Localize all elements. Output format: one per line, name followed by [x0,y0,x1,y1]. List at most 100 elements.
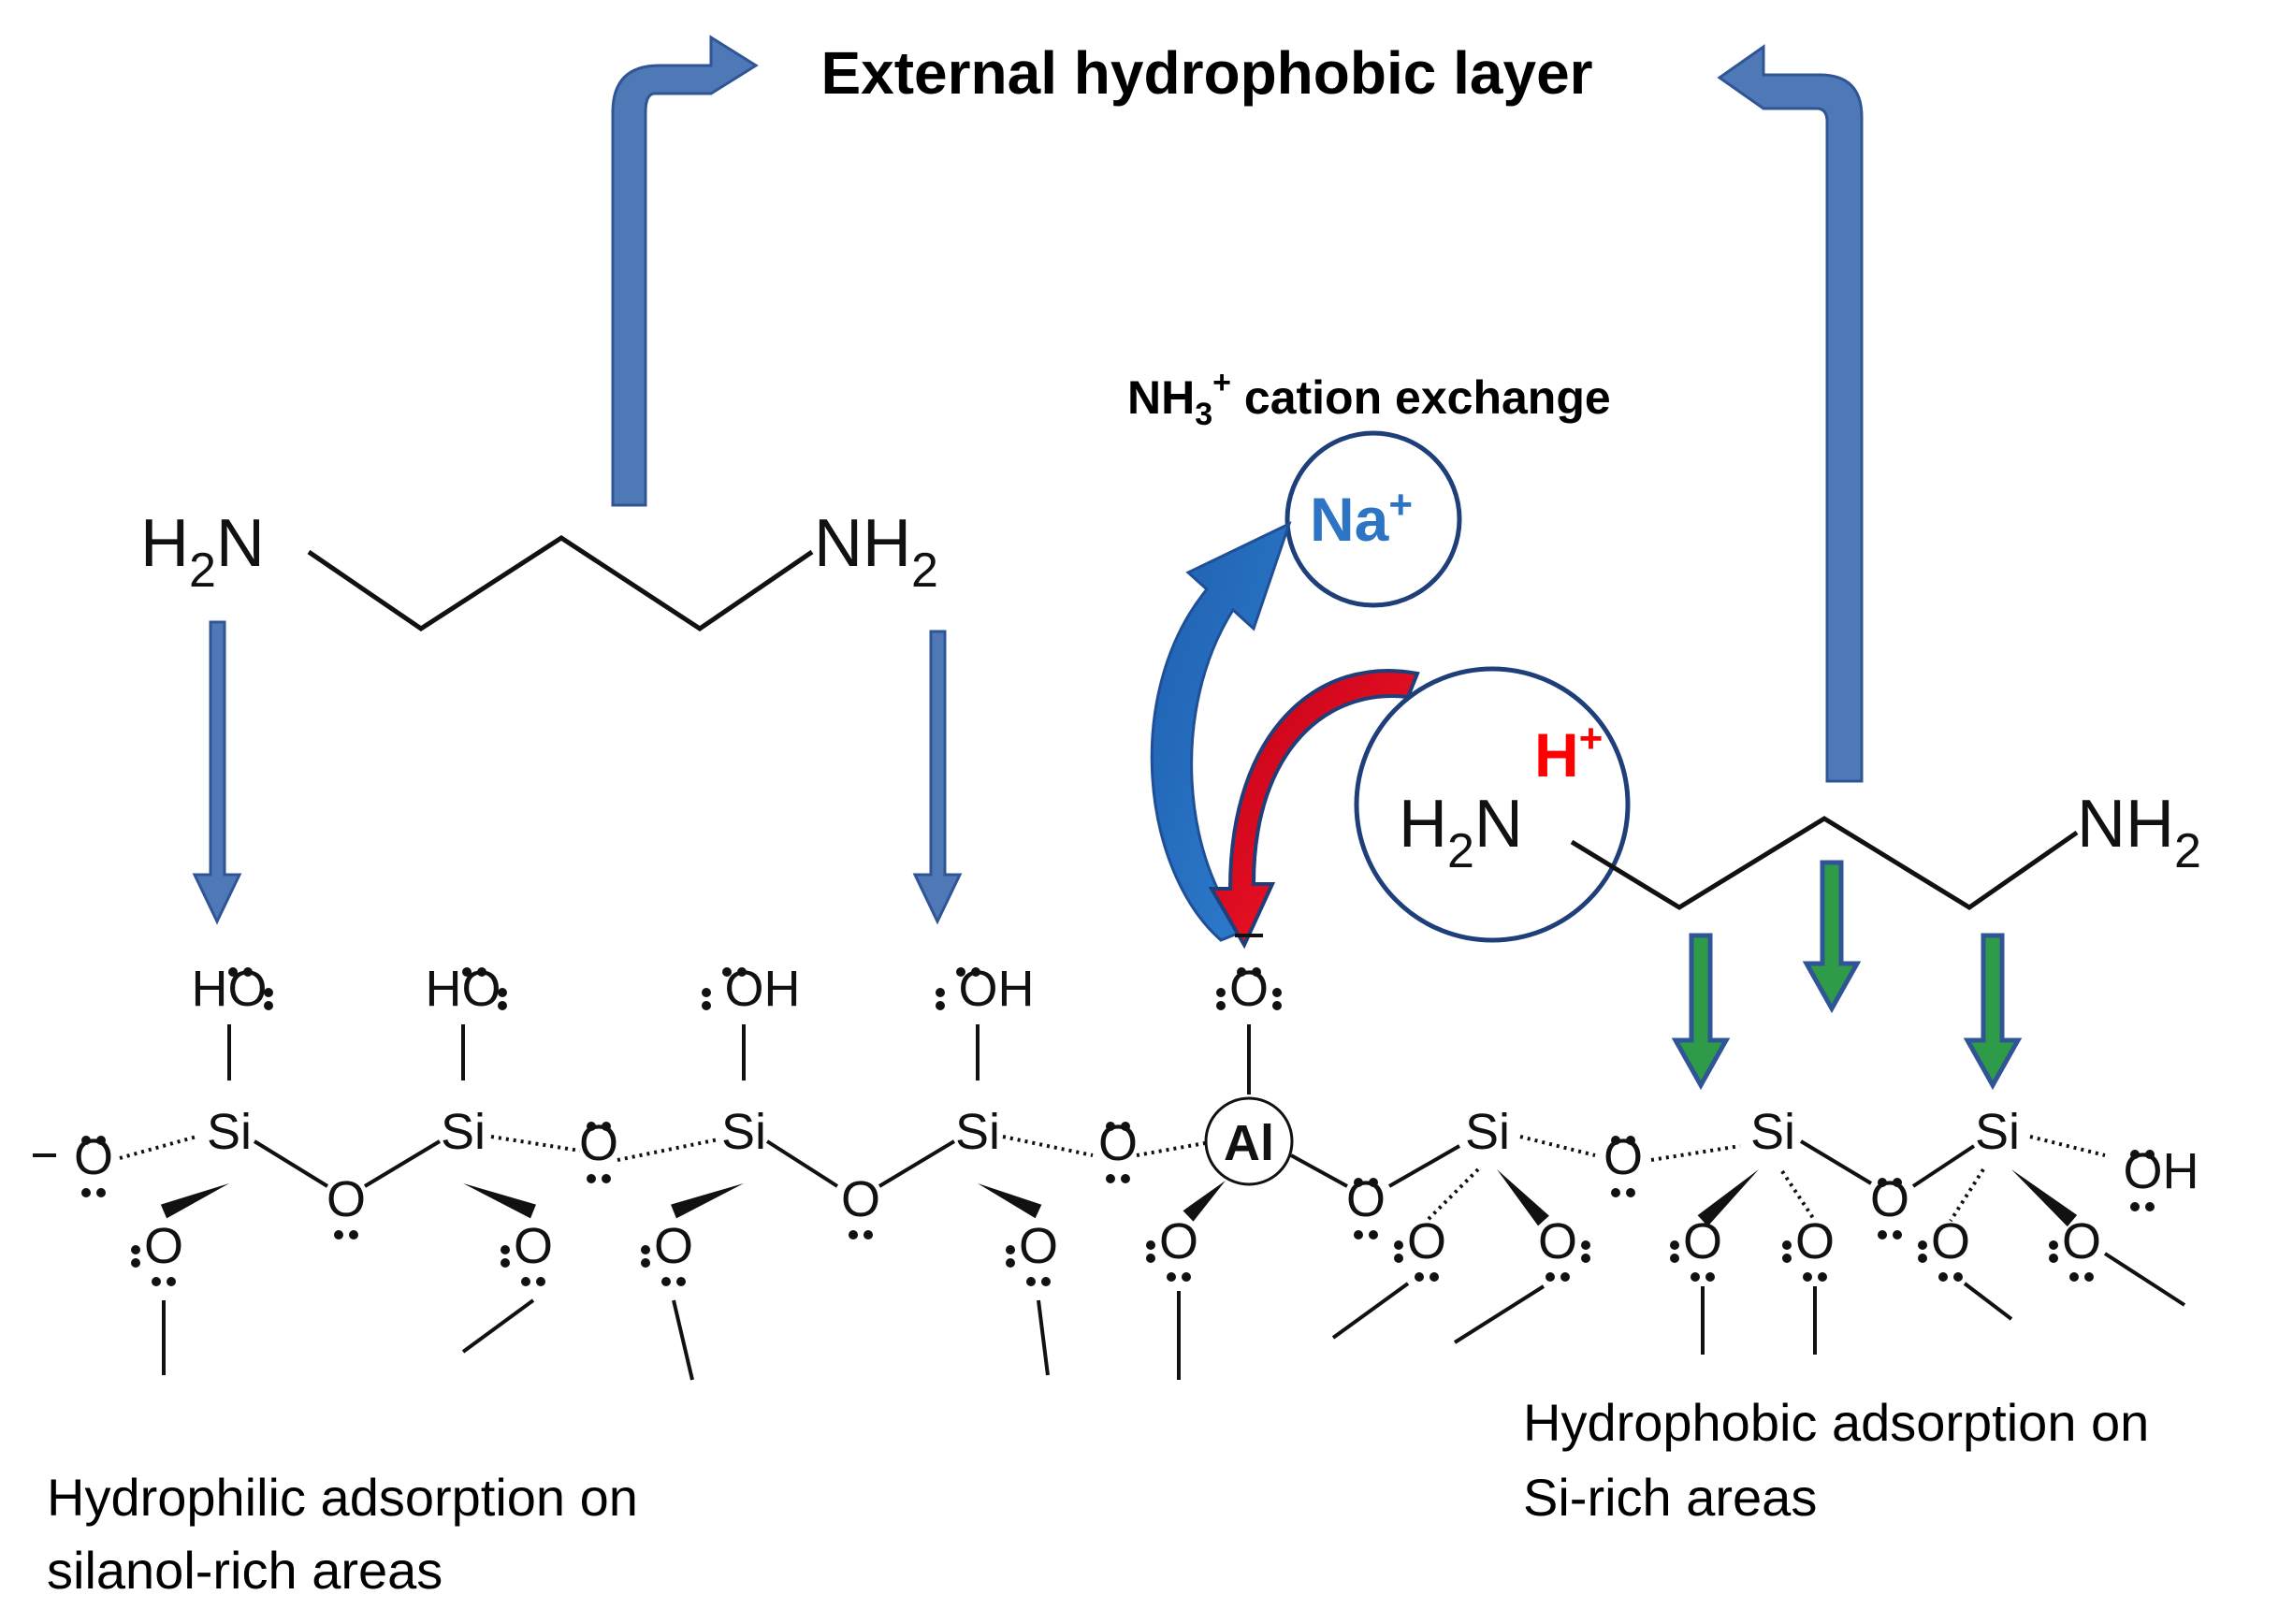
lone-pair [1581,1240,1590,1250]
right-diamine: H2N NH2 [1399,787,2201,910]
bottom-oxygen: O [1795,1213,1835,1269]
wedge-bond [671,1183,744,1219]
lone-pair [1415,1272,1424,1282]
lone-pair [228,967,238,977]
title: External hydrophobic layer [820,39,1592,107]
down-arrow-1 [192,620,242,925]
lone-pair [1272,1001,1282,1010]
silicon-atom: Si [441,1104,486,1160]
svg-text:H2N: H2N [1399,787,1523,878]
lone-pair [1782,1254,1792,1263]
methyl-bond [1331,1282,1410,1340]
si-o-bond [878,1139,956,1188]
si-o-bond [1911,1144,1976,1188]
lone-pair [2049,1240,2058,1250]
wedge-bond [2011,1169,2078,1227]
hash-bond [1650,1144,1741,1162]
right-bent-arrow [1717,44,1864,783]
lone-pair [1611,1136,1620,1145]
lone-pair [264,988,273,997]
hash-bond [1136,1141,1206,1157]
svg-text:Hydrophilic adsorption on: Hydrophilic adsorption on [47,1468,638,1527]
bridging-oxygen: O [841,1171,880,1227]
lone-pair [2084,1272,2094,1282]
lone-pair [1893,1230,1902,1240]
si-o-bond [363,1139,442,1188]
aluminium-circle [1204,1096,1294,1186]
lone-pair [936,1001,945,1010]
lone-pair [462,967,472,977]
si-o-bond [1799,1139,1873,1185]
aluminium-atom: Al [1224,1115,1274,1171]
lone-pair [1611,1188,1620,1197]
lone-pair [1670,1254,1679,1263]
svg-text:NH2: NH2 [814,506,938,598]
lone-pair [167,1277,176,1286]
lone-pair [96,1136,106,1145]
wedge-bond [1697,1169,1759,1226]
proton: H+ [1534,716,1603,790]
lone-pair [1252,967,1261,977]
lone-pair [1691,1272,1700,1282]
bridging-oxygen: O [1604,1129,1643,1185]
lone-pair [1106,1174,1115,1183]
lone-pair [1581,1254,1590,1263]
svg-text:Si-rich areas: Si-rich areas [1523,1468,1817,1527]
silicon-atom: Si [1975,1104,2020,1160]
lone-pair [1878,1178,1887,1187]
lone-pair [1394,1254,1403,1263]
lone-pair [1216,988,1226,997]
lone-pair [2145,1150,2155,1159]
bottom-oxygen: O [654,1218,693,1274]
methyl-bond [1963,1282,2013,1321]
lone-pair [1705,1272,1715,1282]
lone-pair [676,1277,686,1286]
methyl-bond [1453,1284,1546,1344]
green-down-arrows [1671,860,2023,1091]
wedge-bond [463,1183,536,1219]
bottom-oxygen: O [1931,1213,1970,1269]
silicon-atom: Si [207,1104,252,1160]
lone-pair [1216,1001,1226,1010]
bottom-oxygen: O [1019,1218,1058,1274]
cation-exchange-label: NH3+ cation exchange [1127,365,1611,432]
right-caption: Hydrophobic adsorption on Si-rich areas [1523,1393,2149,1527]
lone-pair [602,1122,611,1131]
bottom-oxygen: O [514,1218,553,1274]
wedge-bond [978,1183,1042,1219]
lone-pair [1560,1272,1570,1282]
lone-pair [264,1001,273,1010]
blue-down-arrows [192,620,963,925]
methyl-bond [461,1298,535,1354]
lone-pair [1429,1272,1439,1282]
svg-text:NH2: NH2 [2077,787,2201,878]
silicon-atom: Si [955,1104,1000,1160]
methyl-bond [2103,1252,2186,1307]
anionic-oxygen: O [1229,961,1269,1017]
bottom-oxygen: O [1683,1213,1722,1269]
protonated-amine-circle [1354,666,1631,943]
hash-bond [1949,1167,1985,1223]
wedge-bond [160,1183,229,1219]
lone-pair [702,988,711,997]
lone-pair [1953,1272,1963,1282]
bottom-oxygen: O [1538,1213,1577,1269]
lone-pair [2130,1202,2140,1211]
sodium-ion: Na+ [1310,482,1413,554]
bridging-oxygen: O [74,1129,113,1185]
silicon-atom: Si [1465,1104,1510,1160]
methyl-bond [1037,1299,1050,1376]
svg-text:NH3+ cation exchange: NH3+ cation exchange [1127,365,1611,432]
lone-pair [243,967,253,977]
green-arrow-2 [1802,860,1862,1014]
lone-pair [1354,1178,1363,1187]
lone-pair [498,988,507,997]
lone-pair [1893,1178,1902,1187]
lone-pair [587,1174,596,1183]
bottom-oxygen: O [1407,1213,1446,1269]
si-o-bond [1290,1153,1348,1188]
lone-pair [1394,1240,1403,1250]
lone-pair [1938,1272,1948,1282]
bottom-oxygen: O [1159,1213,1198,1269]
